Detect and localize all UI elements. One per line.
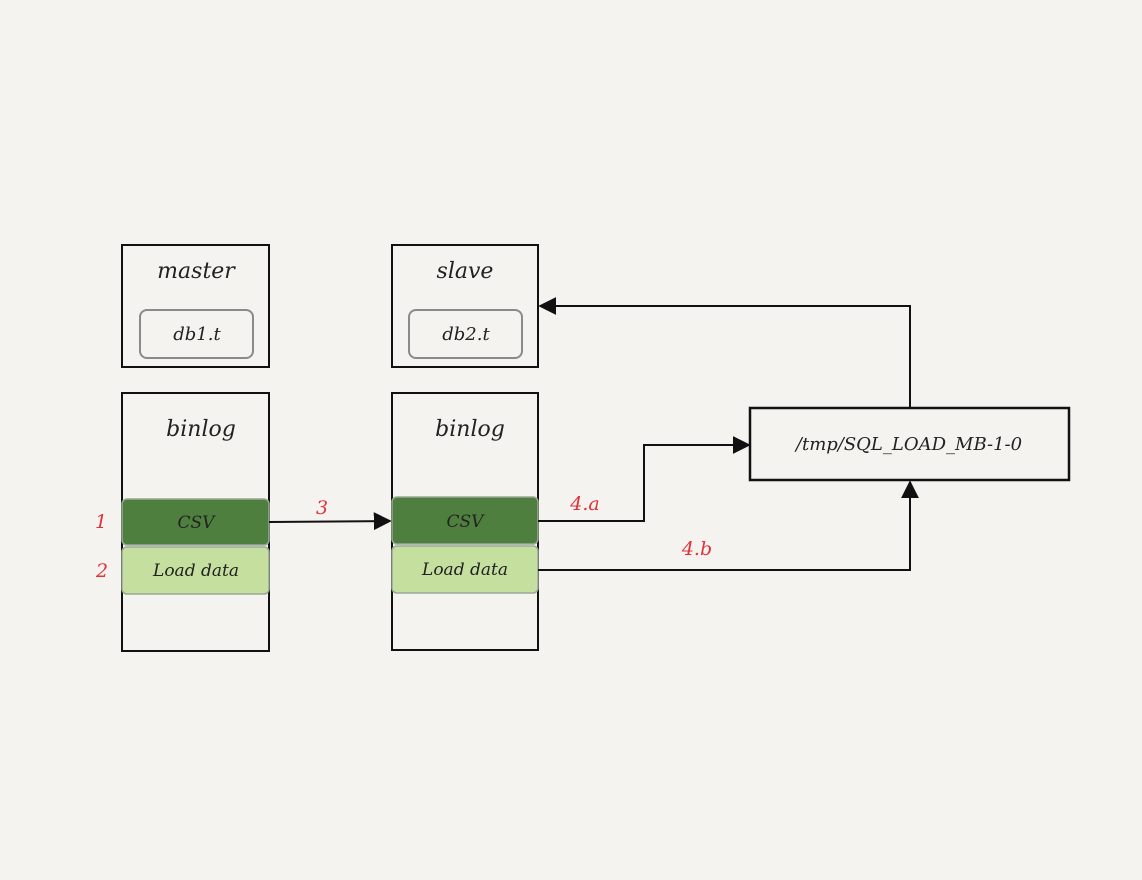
master-load-label: Load data: [152, 561, 239, 581]
master-table-label: db1.t: [173, 324, 221, 345]
step-label-4b: 4.b: [681, 538, 712, 560]
master-binlog-box: binlog CSV Load data: [121, 392, 270, 652]
arrow-step-3: [268, 512, 392, 531]
temp-file-label: /tmp/SQL_LOAD_MB-1-0: [794, 434, 1022, 455]
master-csv-label: CSV: [178, 513, 217, 533]
master-load-entry: [121, 546, 270, 595]
step-label-1: 1: [95, 511, 107, 533]
temp-file-box: /tmp/SQL_LOAD_MB-1-0: [748, 406, 1071, 482]
slave-binlog-title: binlog: [435, 417, 505, 442]
step-label-2: 2: [95, 560, 108, 582]
arrow-load-to-slave: [538, 297, 911, 408]
slave-csv-label: CSV: [447, 512, 486, 532]
slave-table-box: [408, 309, 523, 359]
arrow-step-4b: [538, 480, 919, 571]
master-binlog-title: binlog: [166, 417, 236, 442]
step-label-4a: 4.a: [569, 493, 599, 515]
slave-load-label: Load data: [421, 560, 508, 580]
arrow-step-4a: [538, 436, 751, 522]
master-table-box: [139, 309, 254, 359]
step-label-3: 3: [316, 497, 328, 519]
master-box: master db1.t: [121, 244, 270, 368]
master-title: master: [157, 259, 236, 284]
slave-title: slave: [437, 259, 494, 284]
slave-table-label: db2.t: [442, 324, 490, 345]
slave-box: slave db2.t: [391, 244, 539, 368]
slave-binlog-box: binlog CSV Load data: [391, 392, 539, 651]
